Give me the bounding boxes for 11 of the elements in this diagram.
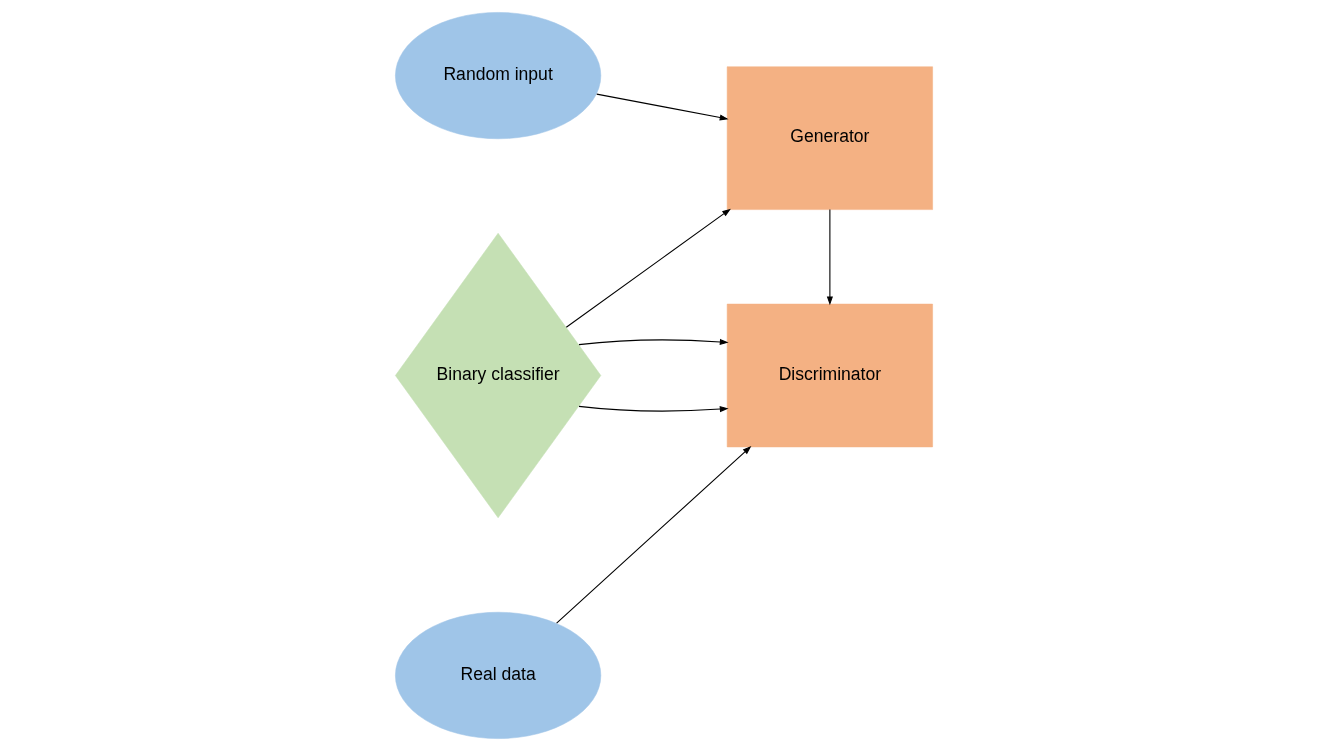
arrow <box>826 209 833 306</box>
arrow <box>578 338 729 346</box>
node-ellipse: Real data <box>395 611 602 739</box>
node-ellipse: Random input <box>395 12 602 140</box>
arrow <box>578 405 729 413</box>
node-box: Generator <box>726 66 933 210</box>
arrow <box>596 93 729 121</box>
arrow <box>565 208 731 328</box>
arrow <box>556 445 752 624</box>
node-diamond: Binary classifier <box>395 232 602 519</box>
node-box: Discriminator <box>726 303 933 448</box>
